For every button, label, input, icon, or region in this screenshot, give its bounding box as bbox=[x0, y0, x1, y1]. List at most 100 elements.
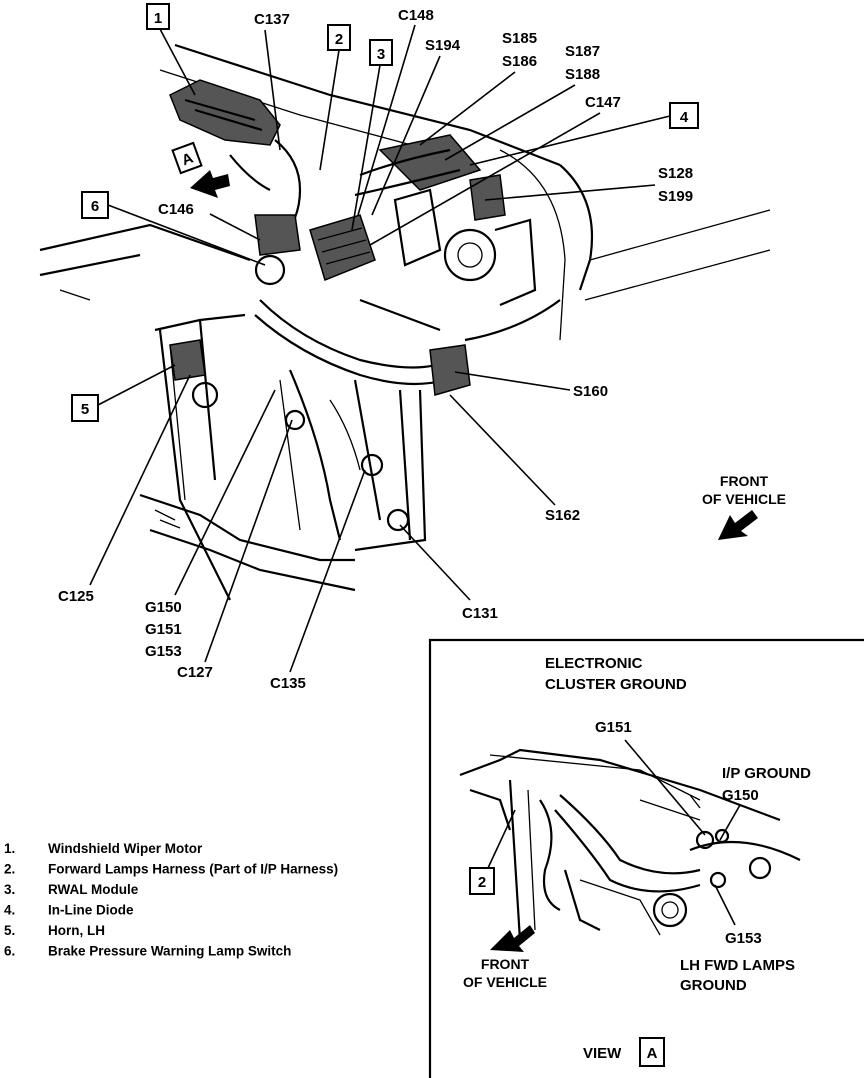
callout-3: 3 bbox=[369, 39, 393, 66]
legend-item-text: In-Line Diode bbox=[48, 903, 134, 918]
inset-front-arrow-icon bbox=[490, 925, 535, 952]
inset-view-box: A bbox=[639, 1037, 665, 1067]
legend-item: 1. Windshield Wiper Motor bbox=[4, 841, 203, 856]
inset-front-line2: OF VEHICLE bbox=[463, 974, 547, 990]
label-g153: G153 bbox=[145, 643, 182, 660]
front-of-vehicle-main: FRONT OF VEHICLE bbox=[702, 473, 786, 540]
legend-item: 2. Forward Lamps Harness (Part of I/P Har… bbox=[4, 862, 338, 877]
inset-view-letter: A bbox=[647, 1045, 658, 1062]
label-c127: C127 bbox=[177, 664, 213, 681]
leader-c125 bbox=[89, 374, 191, 586]
leader-s194 bbox=[371, 55, 441, 216]
inset-label-g150: G150 bbox=[722, 787, 759, 804]
label-s128: S128 bbox=[658, 165, 693, 182]
label-g150: G150 bbox=[145, 599, 182, 616]
view-a-arrow-icon bbox=[190, 170, 230, 198]
engine-compartment-illustration bbox=[39, 43, 771, 601]
leader-c148 bbox=[357, 24, 416, 216]
view-a-pointer: A bbox=[171, 141, 230, 198]
legend-item: 6. Brake Pressure Warning Lamp Switch bbox=[4, 944, 291, 959]
legend-item-number: 5. bbox=[4, 923, 15, 938]
callout-5-leader bbox=[97, 364, 176, 406]
leader-c127 bbox=[204, 419, 293, 663]
callout-3-number: 3 bbox=[377, 46, 385, 63]
callout-1-number: 1 bbox=[154, 10, 162, 27]
leader-s162 bbox=[449, 394, 556, 506]
callout-6-number: 6 bbox=[91, 198, 99, 215]
callout-6-leader bbox=[107, 204, 266, 266]
leader-c137 bbox=[264, 29, 281, 151]
inset-callout-2-number: 2 bbox=[478, 874, 486, 891]
label-c147: C147 bbox=[585, 94, 621, 111]
label-s187: S187 bbox=[565, 43, 600, 60]
inset-illustration bbox=[459, 748, 801, 941]
front-label-line2: OF VEHICLE bbox=[702, 491, 786, 507]
inset-view-label: VIEW bbox=[583, 1045, 622, 1062]
inset-title-line2: CLUSTER GROUND bbox=[545, 676, 687, 693]
label-c131: C131 bbox=[462, 605, 498, 622]
leader-s185-s186 bbox=[419, 71, 516, 146]
legend-item-text: RWAL Module bbox=[48, 882, 139, 897]
legend-item-number: 4. bbox=[4, 903, 15, 918]
callout-4-leader bbox=[469, 115, 671, 166]
front-of-vehicle-inset: FRONT OF VEHICLE bbox=[463, 925, 547, 990]
inset-border bbox=[428, 638, 864, 1078]
leader-c131 bbox=[399, 524, 471, 601]
label-g151: G151 bbox=[145, 621, 182, 638]
label-s162: S162 bbox=[545, 507, 580, 524]
label-s199: S199 bbox=[658, 188, 693, 205]
legend-item-text: Forward Lamps Harness (Part of I/P Harne… bbox=[48, 862, 338, 877]
callout-3-leader bbox=[351, 64, 381, 231]
label-s188: S188 bbox=[565, 66, 600, 83]
callout-2-leader bbox=[319, 49, 340, 171]
inset-leader-g150 bbox=[719, 804, 741, 841]
leader-s160 bbox=[454, 371, 571, 391]
callout-4: 4 bbox=[669, 102, 699, 129]
callout-5: 5 bbox=[71, 394, 99, 422]
leader-g150-g153 bbox=[174, 389, 276, 596]
label-c146: C146 bbox=[158, 201, 194, 218]
label-s185: S185 bbox=[502, 30, 537, 47]
legend-item: 3. RWAL Module bbox=[4, 882, 139, 897]
legend-item: 5. Horn, LH bbox=[4, 923, 105, 938]
view-a-inset: ELECTRONIC CLUSTER GROUND G151 I/P GROUN… bbox=[428, 638, 864, 1078]
callout-1: 1 bbox=[146, 3, 170, 30]
inset-leader-g153 bbox=[714, 884, 736, 926]
inset-label-g151: G151 bbox=[595, 719, 632, 736]
callout-5-number: 5 bbox=[81, 401, 89, 418]
label-s160: S160 bbox=[573, 383, 608, 400]
label-c148: C148 bbox=[398, 7, 434, 24]
front-arrow-icon bbox=[718, 510, 758, 540]
inset-title-line1: ELECTRONIC bbox=[545, 655, 643, 672]
legend-item: 4. In-Line Diode bbox=[4, 903, 134, 918]
callout-2-number: 2 bbox=[335, 31, 343, 48]
front-label-line1: FRONT bbox=[720, 473, 769, 489]
legend-item-number: 1. bbox=[4, 841, 15, 856]
leader-c146 bbox=[209, 213, 261, 241]
legend-item-number: 3. bbox=[4, 882, 15, 897]
leader-s128-s199 bbox=[484, 184, 656, 201]
legend-item-text: Horn, LH bbox=[48, 923, 105, 938]
inset-leader-2 bbox=[487, 809, 516, 869]
legend-item-text: Windshield Wiper Motor bbox=[48, 841, 203, 856]
callout-6: 6 bbox=[81, 191, 109, 219]
label-s194: S194 bbox=[425, 37, 461, 54]
inset-label-lh-fwd-lamps: LH FWD LAMPS bbox=[680, 957, 795, 974]
label-c135: C135 bbox=[270, 675, 306, 692]
leader-c147 bbox=[369, 112, 601, 246]
label-c137: C137 bbox=[254, 11, 290, 28]
inset-front-line1: FRONT bbox=[481, 956, 530, 972]
callout-2: 2 bbox=[327, 24, 351, 51]
inset-label-ground: GROUND bbox=[680, 977, 747, 994]
callout-4-number: 4 bbox=[680, 109, 689, 126]
label-c125: C125 bbox=[58, 588, 94, 605]
leader-c135 bbox=[289, 469, 366, 673]
parts-legend: 1. Windshield Wiper Motor 2. Forward Lamps … bbox=[4, 841, 338, 959]
leader-s187-s188 bbox=[444, 84, 576, 161]
legend-item-number: 6. bbox=[4, 944, 15, 959]
legend-item-number: 2. bbox=[4, 862, 15, 877]
label-s186: S186 bbox=[502, 53, 537, 70]
inset-leader-g151 bbox=[624, 739, 706, 836]
legend-item-text: Brake Pressure Warning Lamp Switch bbox=[48, 944, 291, 959]
